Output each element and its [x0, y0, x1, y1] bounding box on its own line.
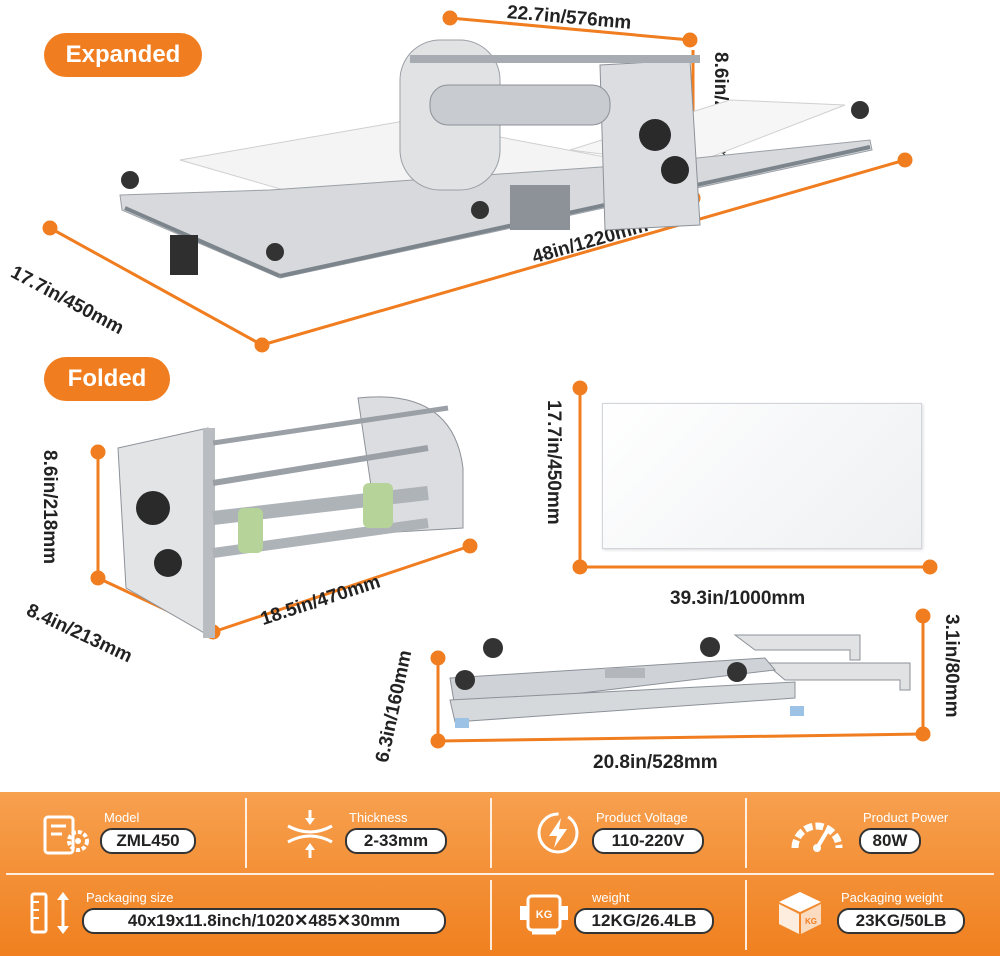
motor-weight-icon: KG: [520, 894, 568, 935]
power-label: Product Power: [863, 810, 949, 825]
spec-model: Model ZML450: [0, 792, 245, 872]
packaging-size-label: Packaging size: [86, 890, 174, 905]
model-label: Model: [104, 810, 140, 825]
frame-height-label: 3.1in/80mm: [941, 614, 962, 718]
voltage-label: Product Voltage: [596, 810, 688, 825]
kg-icon-text: KG: [536, 909, 553, 921]
folded-height-label: 8.6in/218mm: [39, 450, 60, 565]
package-box-icon: KG: [779, 892, 821, 934]
box-kg-text: KG: [805, 917, 817, 926]
thickness-icon: [287, 810, 333, 858]
packaging-weight-value: 23KG/50LB: [837, 908, 965, 934]
packaging-size-value: 40x19x11.8inch/1020✕485✕30mm: [82, 908, 446, 934]
expanded-badge: Expanded: [44, 33, 202, 77]
ruler-icon: [30, 892, 69, 934]
spec-packaging-size: Packaging size 40x19x11.8inch/1020✕485✕3…: [0, 874, 490, 954]
lightning-icon: [537, 812, 579, 854]
spec-voltage: Product Voltage 110-220V: [490, 792, 745, 872]
support-frame-photo: [449, 634, 911, 728]
spec-panel: Model ZML450 Thickness 2-33mm Product Vo…: [0, 792, 1000, 956]
power-value: 80W: [859, 828, 921, 854]
weight-label: weight: [592, 890, 630, 905]
spec-weight: KG weight 12KG/26.4LB: [490, 874, 745, 954]
expanded-machine-photo: [119, 39, 873, 279]
spec-packaging-weight: KG Packaging weight 23KG/50LB: [745, 874, 1000, 954]
gauge-icon: [791, 822, 843, 852]
folded-machine-photo: [117, 396, 464, 638]
thickness-label: Thickness: [349, 810, 408, 825]
spec-power: Product Power 80W: [745, 792, 1000, 872]
thickness-value: 2-33mm: [345, 828, 447, 854]
packaging-weight-label: Packaging weight: [841, 890, 943, 905]
board-height-label: 17.7in/450mm: [543, 400, 564, 525]
model-settings-icon: [43, 815, 89, 855]
folded-badge: Folded: [44, 357, 170, 401]
spec-thickness: Thickness 2-33mm: [245, 792, 490, 872]
voltage-value: 110-220V: [592, 828, 704, 854]
model-value: ZML450: [100, 828, 196, 854]
board-length-label: 39.3in/1000mm: [670, 588, 806, 609]
weight-value: 12KG/26.4LB: [574, 908, 714, 934]
dough-board-photo: [602, 403, 922, 549]
frame-length-label: 20.8in/528mm: [593, 752, 718, 773]
